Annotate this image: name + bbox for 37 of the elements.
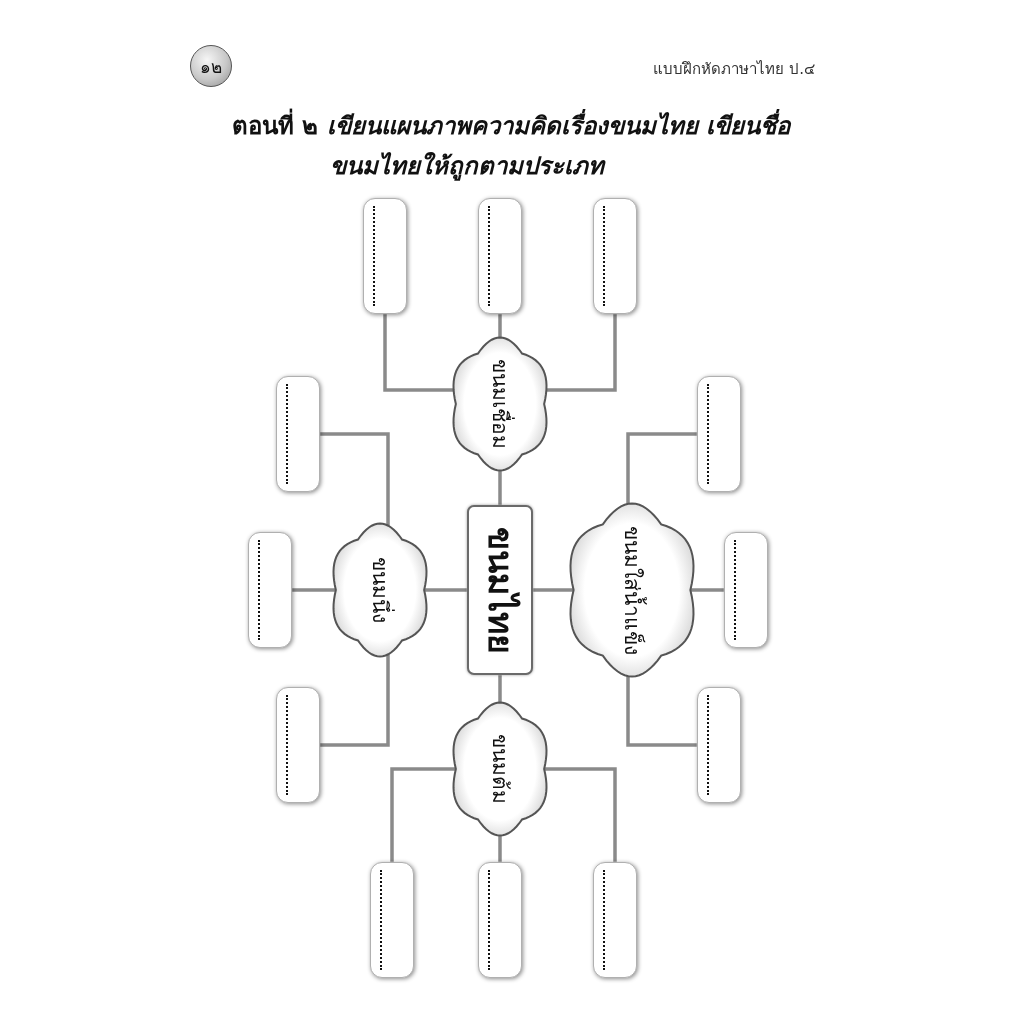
answer-box (697, 376, 741, 492)
connector-line (546, 314, 617, 392)
connector-line (320, 654, 390, 747)
connector-line (390, 767, 456, 862)
category-label: ขนมนึ่ง (367, 557, 393, 623)
topic-label: ขนมไทย (480, 526, 520, 654)
connector-line (383, 314, 454, 392)
running-header: แบบฝึกหัดภาษาไทย ป.๔ (653, 59, 815, 80)
category-label: ขนมใส่น้ำแข็ง (619, 525, 645, 655)
connector-line (498, 470, 502, 505)
connector-line (498, 835, 502, 862)
answer-box (593, 862, 637, 978)
connector-line (626, 432, 697, 504)
connector-line (424, 588, 467, 592)
category-label: ขนมต้ม (487, 734, 513, 804)
category-label: ขนมเชื่อม (487, 359, 513, 449)
connector-line (320, 432, 390, 526)
answer-box (248, 532, 292, 648)
exercise-title: ตอนที่ ๒ เขียนแผนภาพความคิดเรื่องขนมไทย เขียนชื่อขนมไทยให้ถูกตามประเภท (232, 106, 832, 186)
connector-line (626, 676, 697, 747)
answer-box (478, 862, 522, 978)
answer-box (370, 862, 414, 978)
answer-box (276, 376, 320, 492)
connector-line (533, 588, 574, 592)
connector-line (498, 314, 502, 338)
answer-box (478, 198, 522, 314)
connector-line (292, 588, 336, 592)
answer-box (276, 687, 320, 803)
answer-box (593, 198, 637, 314)
page-number: ๑๒ (190, 45, 232, 87)
connector-line (498, 675, 502, 703)
connector-line (544, 767, 617, 862)
connector-line (690, 588, 724, 592)
topic-box (467, 505, 533, 675)
answer-box (724, 532, 768, 648)
answer-box (697, 687, 741, 803)
answer-box (363, 198, 407, 314)
